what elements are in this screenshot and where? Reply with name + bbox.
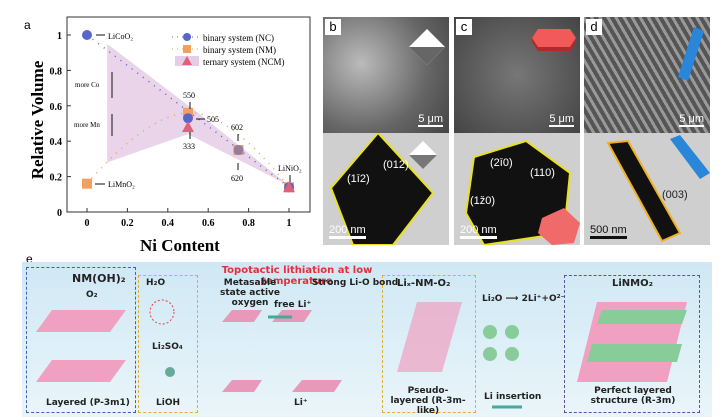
ncm-point xyxy=(283,181,295,193)
nm-oh2-label: NM(OH)₂ xyxy=(72,272,126,285)
legend-entry: binary system (NC) xyxy=(203,33,274,43)
scale-bar-c-tem: 200 nm xyxy=(460,224,497,239)
scale-bar-d-tem: 500 nm xyxy=(590,224,627,239)
li-insertion-label: Li insertion xyxy=(484,392,542,402)
legend-marker-ncm xyxy=(182,56,192,65)
sem-image-c: c 5 μm xyxy=(454,17,580,133)
li2so4-label: Li₂SO₄ xyxy=(152,342,183,352)
li2o-equation: Li₂O ⟶ 2Li⁺+O²⁻ xyxy=(482,294,566,304)
facet-1-12: (1ī2) xyxy=(347,173,370,185)
x-tick-label: 1 xyxy=(287,218,292,229)
ternary-region xyxy=(107,43,289,186)
panel-label-e: e xyxy=(26,252,33,266)
li-plus-label: Li⁺ xyxy=(294,398,308,408)
box-linmo2 xyxy=(564,275,700,413)
hexagon-plate-icon xyxy=(532,29,576,51)
x-tick-label: 0.6 xyxy=(202,218,215,229)
strong-lio-label: Strong Li-O bond xyxy=(312,278,399,288)
y-tick-label: 0.4 xyxy=(50,137,63,148)
y-tick-label: 1 xyxy=(57,31,62,42)
annotation-linio2: LiNiO₂ xyxy=(278,164,302,173)
nc-point xyxy=(183,113,193,124)
box-pseudo xyxy=(382,275,476,413)
sem-image-b: b 5 μm xyxy=(323,17,449,133)
octahedron-icon xyxy=(409,29,445,65)
legend-marker-nm xyxy=(183,45,191,53)
x-tick-label: 0.4 xyxy=(162,218,175,229)
annotation-more_co: more Co xyxy=(75,81,100,89)
rod-icon xyxy=(678,27,704,81)
y-tick-label: 0 xyxy=(57,208,62,219)
nm-point xyxy=(82,178,92,189)
nm-point xyxy=(183,107,193,118)
scale-bar-c-sem: 5 μm xyxy=(549,113,574,127)
panel-label-d: d xyxy=(586,19,602,35)
scale-bar-b-sem: 5 μm xyxy=(418,113,443,127)
tem-image-c: (2ī0) (110) (1ž0) 200 nm xyxy=(454,133,580,245)
linmo2-label: LiNMO₂ xyxy=(612,278,654,289)
x-tick-label: 0.2 xyxy=(121,218,134,229)
h2o-label: H₂O xyxy=(146,278,166,288)
crystal-structures xyxy=(36,299,687,409)
y-tick-label: 0.2 xyxy=(50,173,63,184)
facet-012: (012) xyxy=(383,159,409,171)
chart-relative-volume: 0 0.2 0.4 0.6 0.8 1 0 0.2 0.4 0.6 0.8 1 binary syste… xyxy=(50,16,311,229)
annotation-limno2: LiMnO₂ xyxy=(108,180,135,189)
o2-label: O₂ xyxy=(86,290,98,300)
nc-point xyxy=(233,145,244,156)
legend-entry: ternary system (NCM) xyxy=(203,57,284,67)
annotation-more_mn: more Mn xyxy=(74,121,100,129)
facet-110: (110) xyxy=(530,167,555,179)
layered-label: Layered (P-3m1) xyxy=(46,398,130,408)
tem-image-b: (012) (1ī2) 200 nm xyxy=(323,133,449,245)
scale-bar-b-tem: 200 nm xyxy=(329,224,366,239)
scale-bar-d-sem: 5 μm xyxy=(679,113,704,127)
y-axis-label: Relative Volume xyxy=(28,60,47,180)
panel-label-a: a xyxy=(24,18,31,32)
tem-image-d: (003) 500 nm xyxy=(584,133,710,245)
facet-2-10: (2ī0) xyxy=(490,157,513,169)
panel-label-c: c xyxy=(456,19,472,35)
nc-point xyxy=(82,30,92,40)
annotation-n602: 602 xyxy=(231,123,243,132)
box-precursor xyxy=(26,267,136,413)
metastable-label: Metasable state active oxygen xyxy=(219,278,281,308)
annotation-n333: 333 xyxy=(183,142,195,151)
scheme-title: Topotactic lithiation at low temperature xyxy=(221,265,373,287)
x-axis-label: Ni Content xyxy=(140,236,220,255)
lioh-label: LiOH xyxy=(156,398,181,408)
free-li-label: free Li⁺ xyxy=(274,300,312,310)
legend-marker-nc xyxy=(183,33,191,41)
annotation-licoo2: LiCoO₂ xyxy=(108,32,133,41)
lix-nm-o2-label: Liₓ-NM-O₂ xyxy=(397,278,451,289)
annotation-n620: 620 xyxy=(231,174,243,183)
sem-image-d: d 5 μm xyxy=(584,17,710,133)
plot-frame xyxy=(66,16,311,213)
x-tick-label: 0.8 xyxy=(242,218,255,229)
y-tick-label: 0.6 xyxy=(50,102,63,113)
ncm-point xyxy=(182,121,194,133)
facet-1-20: (1ž0) xyxy=(470,195,496,207)
annotation-n550: 550 xyxy=(183,91,195,100)
legend-entry: binary system (NM) xyxy=(203,45,276,55)
lithiation-scheme: Topotactic lithiation at low temperature… xyxy=(22,262,712,417)
perfect-layered-label: Perfect layered structure (R-3m) xyxy=(590,386,676,406)
facet-003: (003) xyxy=(662,189,688,201)
box-salts xyxy=(138,275,198,413)
annotation-n505: 505 xyxy=(207,115,219,124)
x-tick-label: 0 xyxy=(85,218,90,229)
y-tick-label: 0.8 xyxy=(50,66,63,77)
pseudo-layered-label: Pseudo-layered (R-3m-like) xyxy=(390,386,466,416)
panel-label-b: b xyxy=(325,19,341,35)
